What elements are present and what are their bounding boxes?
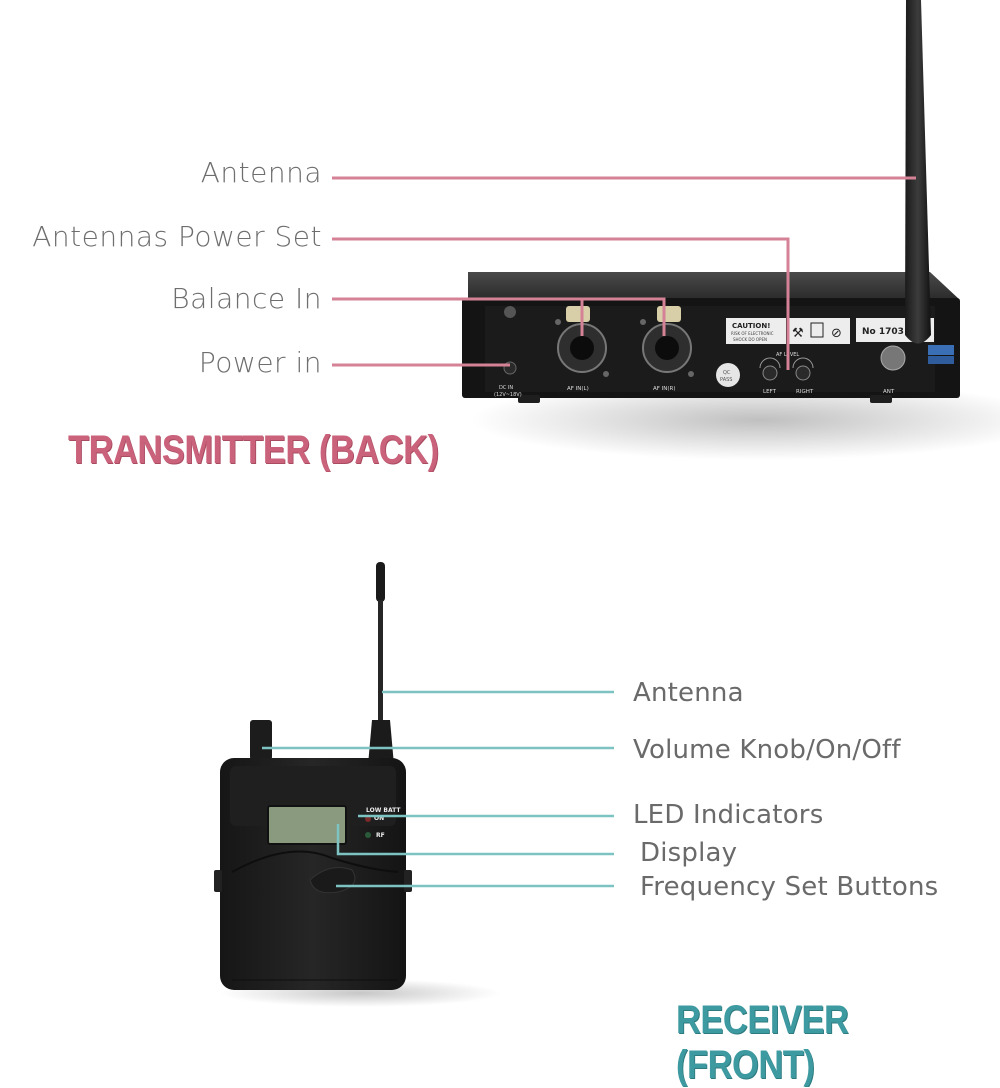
callout-rx-led-indicators: LED Indicators (633, 800, 824, 830)
right-label: RIGHT (796, 389, 814, 395)
ant-label: ANT (883, 389, 895, 395)
xlr-combo-jack-left (555, 306, 609, 377)
callout-rx-frequency-set-buttons: Frequency Set Buttons (640, 872, 939, 902)
caution-label (726, 318, 786, 344)
on-label: ON (374, 815, 384, 822)
volume-knob (250, 720, 272, 760)
transmitter-antenna (905, 0, 931, 344)
transmitter-top (468, 272, 960, 300)
certification-icons (788, 318, 850, 344)
caution-line1: RISK OF ELECTRONIC (731, 331, 774, 336)
qc-pass-sticker (716, 363, 740, 387)
caution-line2: SHOCK DO OPEN (733, 337, 767, 342)
qc-line2: PASS (720, 377, 732, 383)
receiver-illustration: LOW BATT ON RF (214, 562, 614, 1007)
caution-title: CAUTION! (732, 322, 770, 330)
rf-label: RF (376, 832, 385, 839)
callout-tx-balance-in: Balance In (171, 282, 322, 315)
af-level-right-knob (795, 365, 811, 381)
transmitter-title: TRANSMITTER (BACK) (68, 428, 439, 472)
dc-voltage-label: (12V~18V) (494, 392, 522, 398)
qc-line1: QC (723, 370, 731, 376)
receiver-antenna-tip (376, 562, 385, 602)
af-in-r-label: AF IN(R) (653, 386, 676, 392)
callout-rx-antenna: Antenna (633, 678, 744, 708)
lcd-display (267, 805, 347, 845)
dc-in-label: DC IN (499, 385, 513, 391)
serial-number: No 1703 (862, 327, 904, 337)
rf-led (365, 832, 371, 838)
left-label: LEFT (763, 389, 777, 395)
callout-rx-volume-knob: Volume Knob/On/Off (633, 735, 901, 765)
svg-text:⊘: ⊘ (831, 326, 842, 341)
receiver-antenna (378, 600, 383, 720)
callout-rx-display: Display (640, 838, 738, 868)
receiver-title: RECEIVER (FRONT) (676, 998, 849, 1087)
receiver-callout-lines (262, 690, 614, 888)
callout-tx-antenna: Antenna (200, 156, 322, 189)
device-shadow (470, 380, 1000, 460)
transmitter-illustration: ⚒ ⊘ CAUTION! RISK OF ELECTRONIC SHOCK DO… (332, 0, 1000, 460)
low-batt-label: LOW BATT (366, 807, 401, 814)
transmitter-callout-lines (332, 176, 916, 370)
svg-text:⚒: ⚒ (792, 326, 804, 341)
callout-tx-antennas-power-set: Antennas Power Set (32, 220, 322, 253)
callout-tx-power-in: Power in (198, 346, 322, 379)
af-level-left-knob (762, 365, 778, 381)
screw-icon (504, 306, 516, 318)
af-in-l-label: AF IN(L) (567, 386, 589, 392)
low-batt-led (365, 816, 371, 822)
antenna-connector (880, 345, 906, 371)
